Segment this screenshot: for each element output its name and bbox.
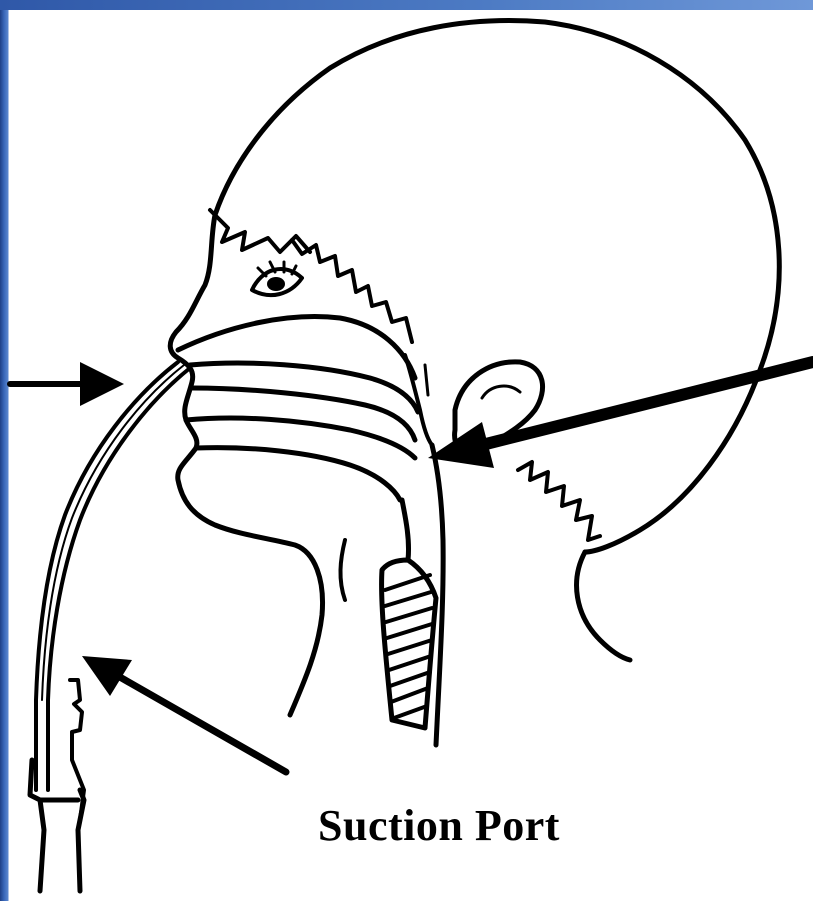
- oral-floor: [196, 448, 400, 500]
- arrow-suction-port: [82, 656, 286, 772]
- palate-band-2: [192, 388, 415, 440]
- ear-inner: [482, 386, 520, 398]
- face-profile: [170, 215, 322, 715]
- pharynx-anterior-wall: [402, 500, 409, 560]
- head-outline: [215, 21, 779, 552]
- catheter-connector-body: [30, 760, 84, 891]
- catheter-outer: [48, 368, 190, 790]
- pharynx-tick: [425, 365, 428, 395]
- neck-back-outline: [577, 552, 630, 660]
- nasal-cavity-zigzag: [292, 240, 412, 342]
- nasal-passage-upper: [178, 317, 415, 378]
- throat-line: [340, 540, 345, 600]
- catheter-inner: [36, 362, 178, 790]
- suction-port-label: Suction Port: [318, 800, 560, 851]
- eye-iris: [267, 277, 285, 291]
- hairline-zigzag: [518, 462, 600, 540]
- arrow-left-nostril: [10, 362, 124, 406]
- catheter-highlight: [42, 365, 184, 700]
- arrow-pharynx: [428, 362, 813, 468]
